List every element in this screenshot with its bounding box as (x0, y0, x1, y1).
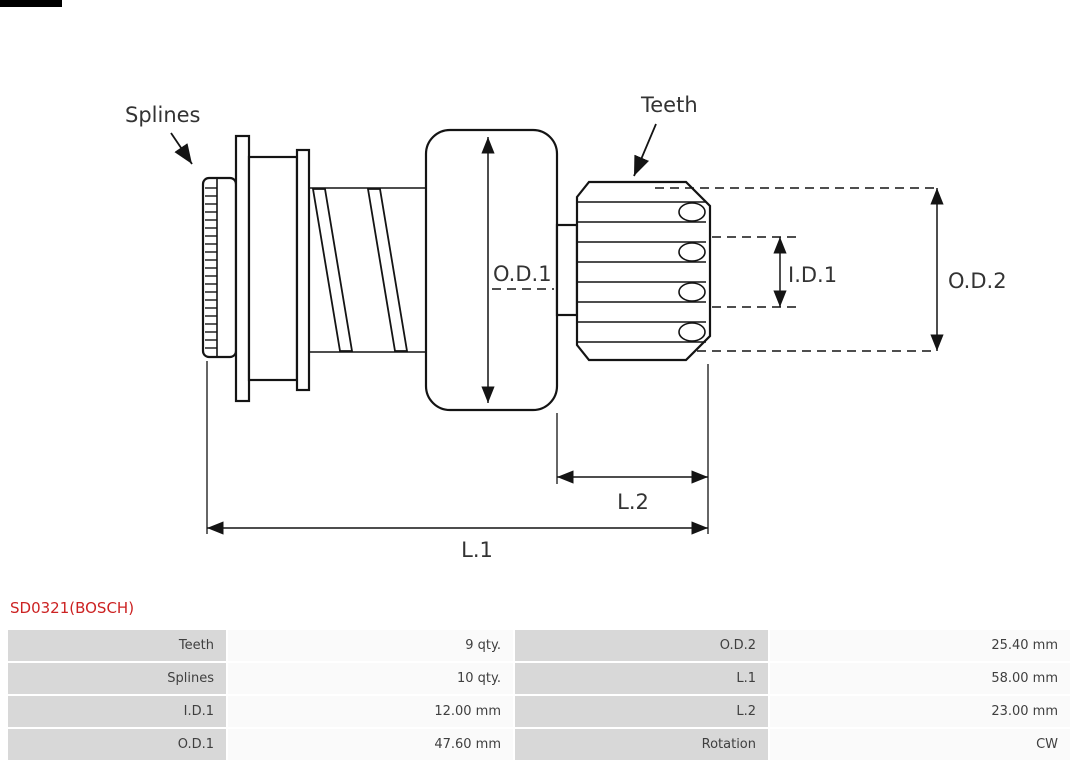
spring-section (309, 187, 426, 353)
pinion-gear (575, 180, 712, 362)
shaft-step (555, 223, 579, 317)
spec-splines-label: Splines (8, 663, 226, 694)
logo-fragment (0, 0, 62, 7)
spec-l2-value: 23.00 mm (770, 696, 1070, 727)
callout-splines: Splines (125, 103, 201, 165)
dim-od1: O.D.1 (481, 137, 554, 403)
l1-label: L.1 (461, 538, 493, 562)
id1-label: I.D.1 (788, 263, 837, 287)
spec-l1-value: 58.00 mm (770, 663, 1070, 694)
spec-l1-label: L.1 (515, 663, 768, 694)
l2-label: L.2 (617, 490, 649, 514)
callout-teeth: Teeth (633, 93, 698, 177)
dim-l2: L.2 (556, 364, 709, 534)
od1-label: O.D.1 (493, 262, 552, 286)
technical-drawing: O.D.1 I.D.1 O.D.2 L.2 L.1 Splines Teeth (125, 93, 1007, 562)
spec-rotation-label: Rotation (515, 729, 768, 760)
spec-id1-value: 12.00 mm (228, 696, 513, 727)
collar-flanges (234, 134, 311, 403)
spec-table: Teeth 9 qty. O.D.2 25.40 mm Splines 10 q… (8, 630, 1072, 760)
dim-od2: O.D.2 (655, 187, 1007, 352)
spec-od1-value: 47.60 mm (228, 729, 513, 760)
spec-od2-label: O.D.2 (515, 630, 768, 661)
spec-rotation-value: CW (770, 729, 1070, 760)
dim-l1: L.1 (206, 361, 708, 562)
spec-splines-value: 10 qty. (228, 663, 513, 694)
spec-teeth-value: 9 qty. (228, 630, 513, 661)
od2-label: O.D.2 (948, 269, 1007, 293)
spec-od1-label: O.D.1 (8, 729, 226, 760)
splines-label: Splines (125, 103, 201, 127)
teeth-label: Teeth (640, 93, 698, 117)
dim-id1: I.D.1 (712, 236, 837, 308)
spec-l2-label: L.2 (515, 696, 768, 727)
spline-shaft (201, 176, 238, 359)
spec-teeth-label: Teeth (8, 630, 226, 661)
spec-id1-label: I.D.1 (8, 696, 226, 727)
part-number-title: SD0321(BOSCH) (10, 599, 135, 617)
spec-od2-value: 25.40 mm (770, 630, 1070, 661)
